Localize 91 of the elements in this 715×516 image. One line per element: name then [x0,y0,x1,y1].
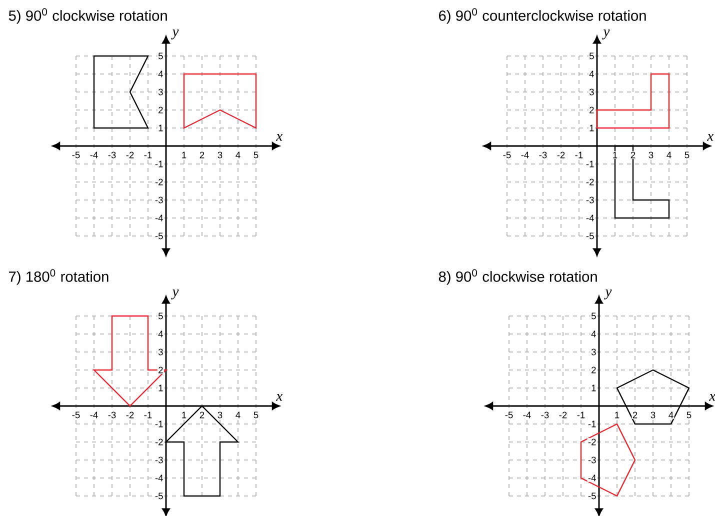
tick-label: -5 [587,492,597,500]
tick-label: -2 [587,438,597,446]
tick-label: 5 [252,411,260,419]
tick-label: -4 [585,214,595,222]
problem-heading: 7) 180$^{0}$ rotation [9,269,108,285]
tick-label: -2 [125,151,135,159]
tick-label: 3 [216,411,224,419]
tick-label: -5 [502,151,512,159]
tick-label: -3 [107,411,117,419]
tick-label: 4 [234,151,242,159]
tick-label: 3 [648,151,654,159]
tick-label: -2 [558,411,568,419]
tick-label: -3 [540,411,550,419]
tick-label: 3 [216,151,224,159]
tick-label: -1 [585,160,595,168]
tick-label: 2 [630,151,636,159]
axis-label: x [276,394,283,401]
axis-label: y [602,29,610,40]
tick-label: 4 [157,70,164,78]
tick-label: -2 [154,438,164,446]
tick-label: 4 [588,70,595,78]
tick-label: -3 [107,151,117,159]
tick-label: -5 [71,151,81,159]
problem-heading: 8) 90$^{0}$ clockwise rotation [438,269,597,285]
tick-label: -3 [585,196,595,204]
tick-label: 5 [157,312,164,320]
tick-label: 2 [198,151,206,159]
tick-label: -1 [576,411,586,419]
axis-label: y [171,289,179,300]
tick-label: 5 [588,52,595,60]
tick-label: -2 [154,178,164,186]
tick-label: -5 [71,411,81,419]
tick-label: -1 [587,420,597,428]
tick-label: 2 [632,411,638,419]
tick-label: -1 [154,160,164,168]
tick-label: -5 [154,232,164,240]
tick-label: 1 [180,411,188,419]
tick-label: 3 [157,348,164,356]
tick-label: -1 [574,151,584,159]
tick-label: 2 [157,366,164,374]
tick-label: 3 [590,348,597,356]
tick-label: 5 [157,52,164,60]
tick-label: -3 [154,196,164,204]
tick-label: 4 [666,151,672,159]
tick-label: 4 [157,330,164,338]
tick-label: -3 [538,151,548,159]
tick-label: 2 [590,366,597,374]
tick-label: -2 [556,151,566,159]
tick-label: 1 [588,124,595,132]
axis-label: x [706,134,714,141]
axis-label: x [276,134,283,141]
tick-label: 4 [234,411,242,419]
tick-label: -4 [89,411,99,419]
tick-label: 5 [590,312,597,320]
tick-label: 1 [157,124,164,132]
tick-label: -3 [154,456,164,464]
tick-label: 3 [157,88,164,96]
problem-heading: 5) 90$^{0}$ clockwise rotation [8,8,167,24]
tick-label: 1 [612,151,618,159]
tick-label: -4 [587,474,597,482]
tick-label: 2 [198,411,206,419]
tick-label: 2 [588,106,595,114]
tick-label: -1 [143,411,153,419]
tick-label: -5 [154,492,164,500]
problem-heading: 6) 90$^{0}$ counterclockwise rotation [439,8,646,24]
tick-label: 5 [686,411,692,419]
tick-label: -4 [520,151,530,159]
tick-label: 5 [684,151,690,159]
tick-label: -4 [522,411,532,419]
tick-label: 4 [590,330,597,338]
tick-label: -5 [585,232,595,240]
tick-label: 1 [590,384,597,392]
axis-label: y [604,289,612,300]
tick-label: 3 [650,411,656,419]
tick-label: -5 [504,411,514,419]
tick-label: -4 [154,214,164,222]
tick-label: -3 [587,456,597,464]
tick-label: 5 [252,151,260,159]
tick-label: 4 [668,411,674,419]
tick-label: -4 [154,474,164,482]
tick-label: 2 [157,106,164,114]
tick-label: 1 [157,384,164,392]
axis-label: y [171,29,179,40]
tick-label: -2 [585,178,595,186]
tick-label: -1 [154,420,164,428]
tick-label: -1 [143,151,153,159]
tick-label: -2 [125,411,135,419]
tick-label: 3 [588,88,595,96]
tick-label: 1 [614,411,620,419]
tick-label: 1 [180,151,188,159]
tick-label: -4 [89,151,99,159]
